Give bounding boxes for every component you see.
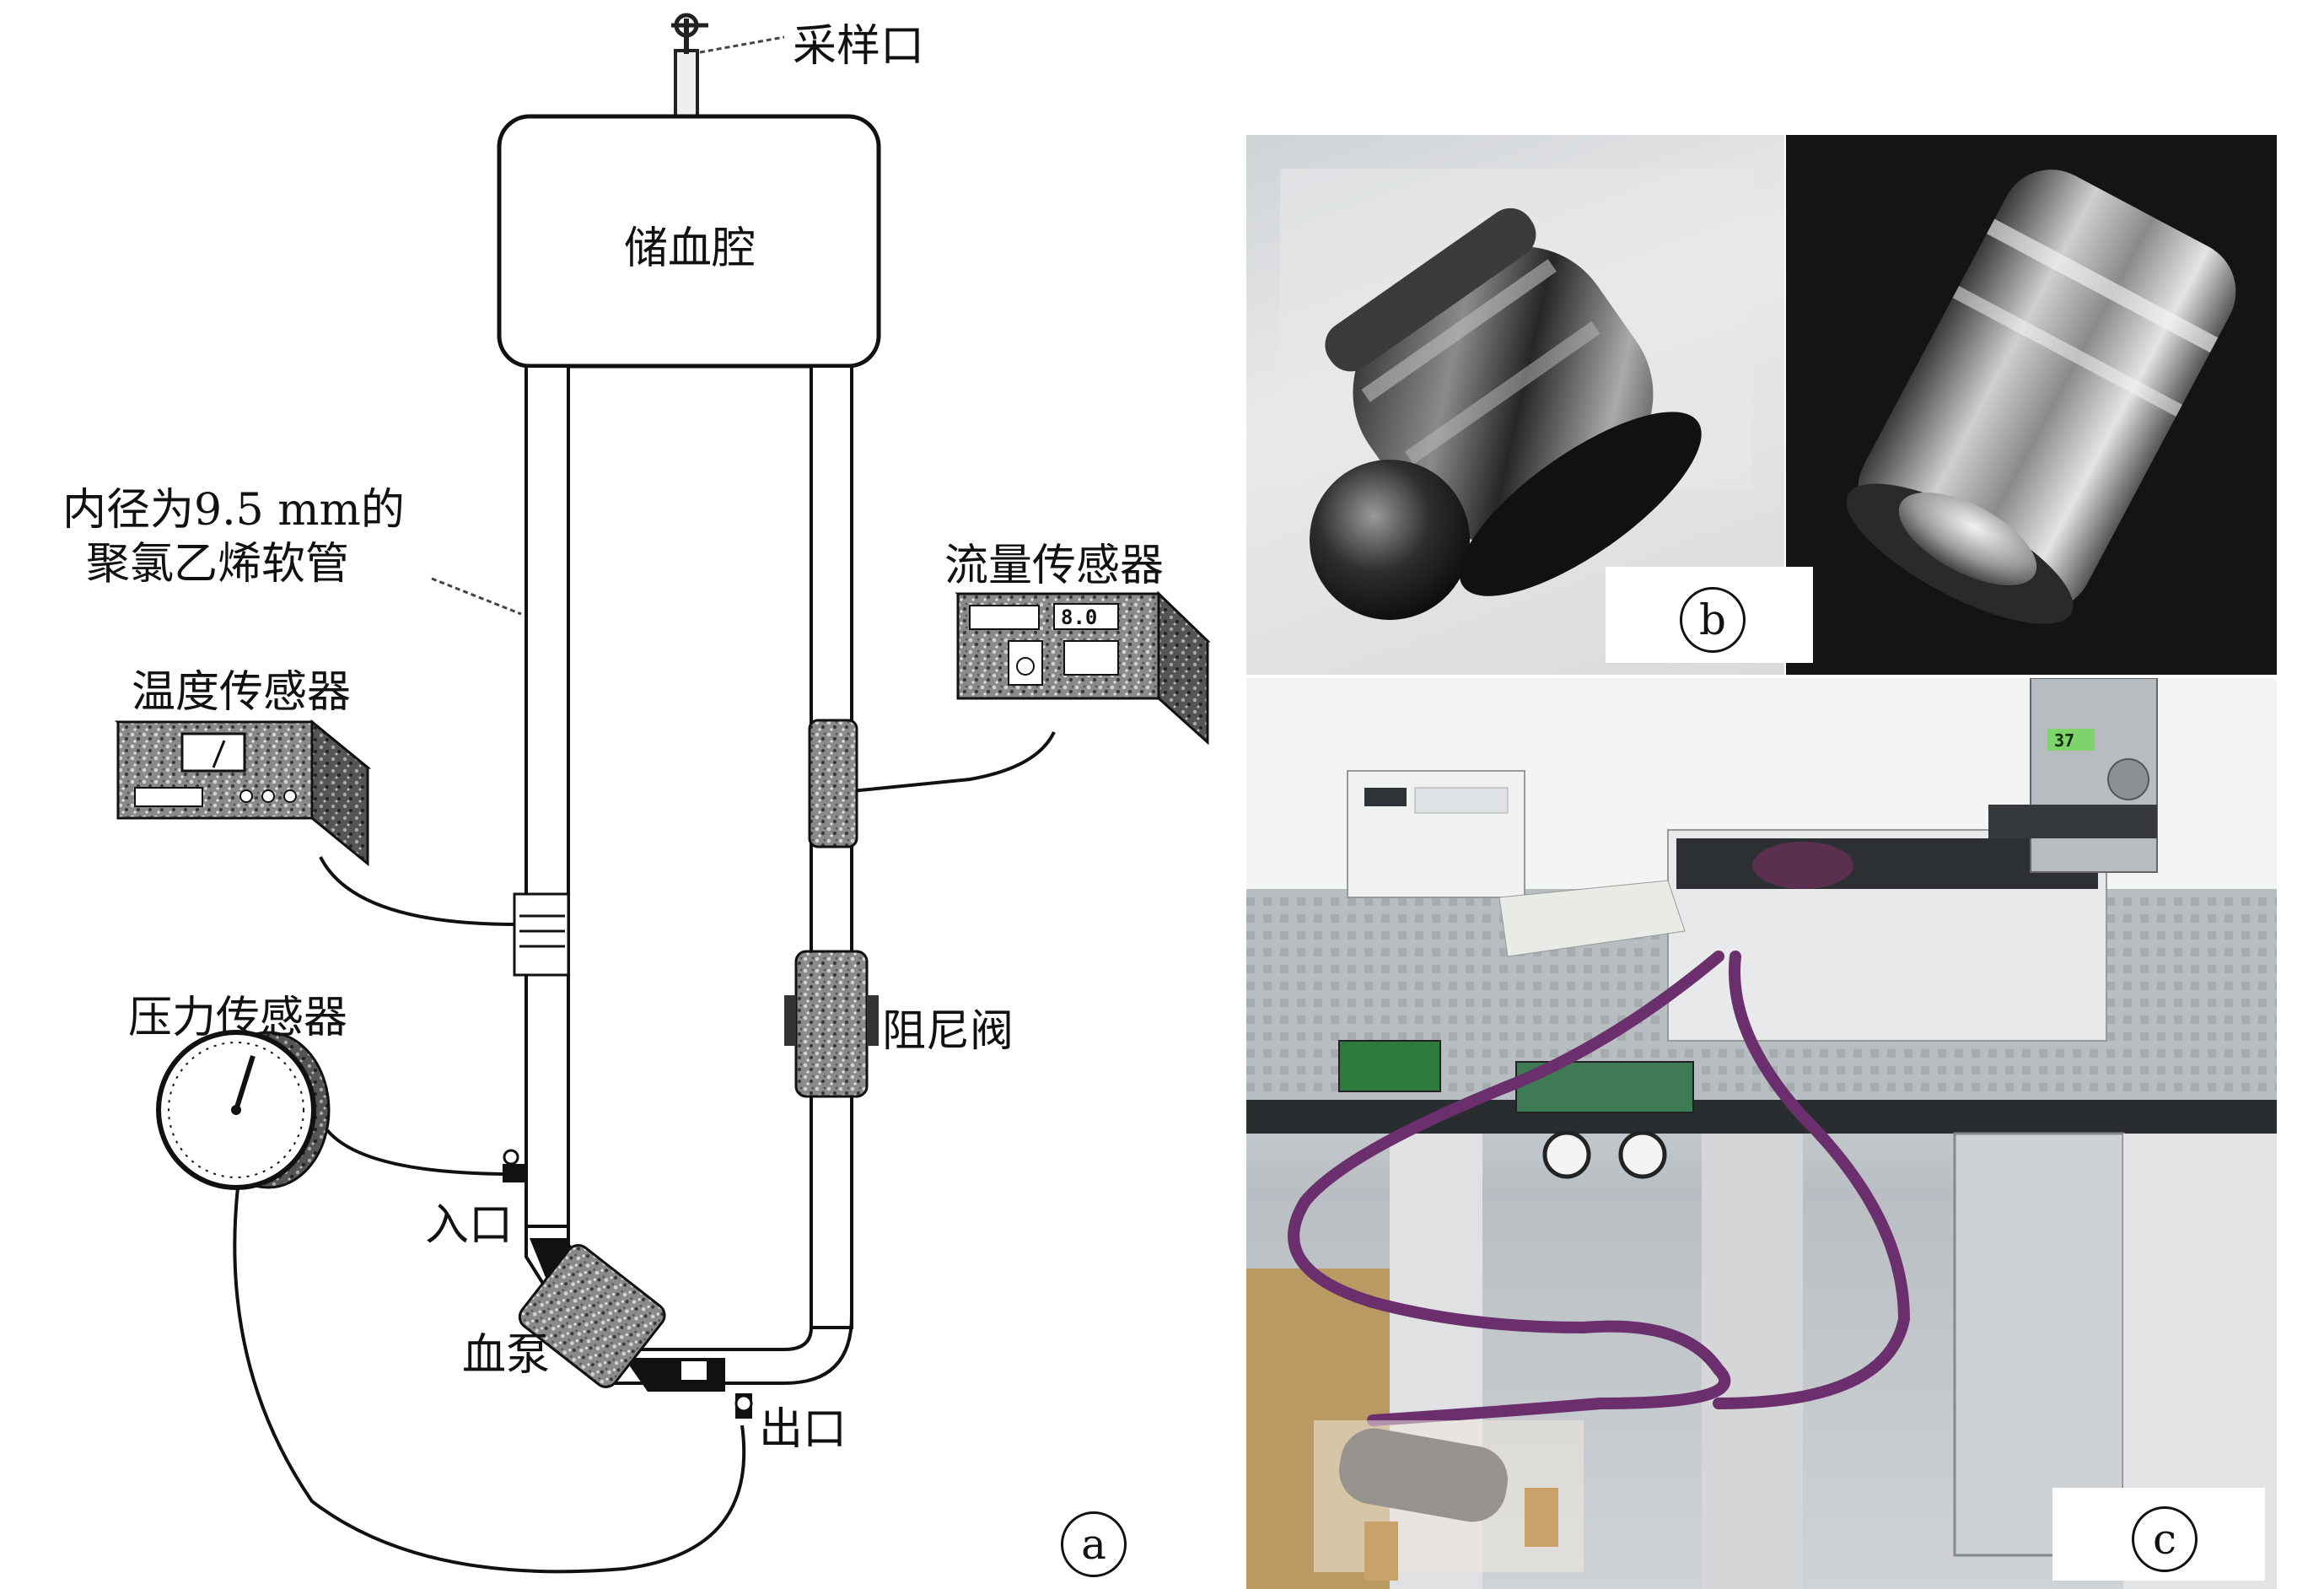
left-tube (525, 364, 570, 1228)
flow-sensor: 8.0 (955, 590, 1211, 746)
reservoir-shape (497, 114, 881, 369)
pressure-sensor-label: 压力传感器 (128, 993, 348, 1043)
reservoir-label: 储血腔 (624, 224, 756, 274)
tube-label-line2: 聚氯乙烯软管 (86, 539, 350, 590)
outlet-port-icon (734, 1393, 753, 1419)
damping-valve (784, 950, 879, 1098)
mock-loop-schematic: 8.0 (114, 13, 1211, 1574)
panel-b-tag: b (1680, 587, 1746, 653)
sampling-port-label: 采样口 (793, 21, 925, 72)
temperature-sensor (114, 719, 372, 867)
inlet-label: 入口 (425, 1200, 514, 1251)
tube-leader (431, 577, 522, 616)
inlet-port-icon (503, 1149, 528, 1182)
temperature-sensor-label: 温度传感器 (132, 667, 352, 718)
test-rig-photo: 37 (1246, 678, 2277, 1589)
flow-display-value: 8.0 (1061, 606, 1097, 629)
pump-photo-right (1786, 135, 2277, 675)
sampling-port-icon (671, 13, 785, 120)
outlet-label: 出口 (759, 1404, 847, 1455)
controller-display: 37 (2054, 730, 2074, 751)
panel-a-tag: a (1061, 1511, 1127, 1577)
panel-c-tag: c (2132, 1506, 2198, 1572)
blood-pump-label: 血泵 (462, 1330, 551, 1381)
damping-valve-label: 阻尼阀 (882, 1006, 1014, 1057)
pressure-gauge-icon (156, 1030, 331, 1190)
tube-label-line1: 内径为9.5 mm的 (62, 485, 405, 536)
blood-pump (518, 1244, 666, 1388)
flow-sensor-label: 流量传感器 (944, 541, 1165, 591)
